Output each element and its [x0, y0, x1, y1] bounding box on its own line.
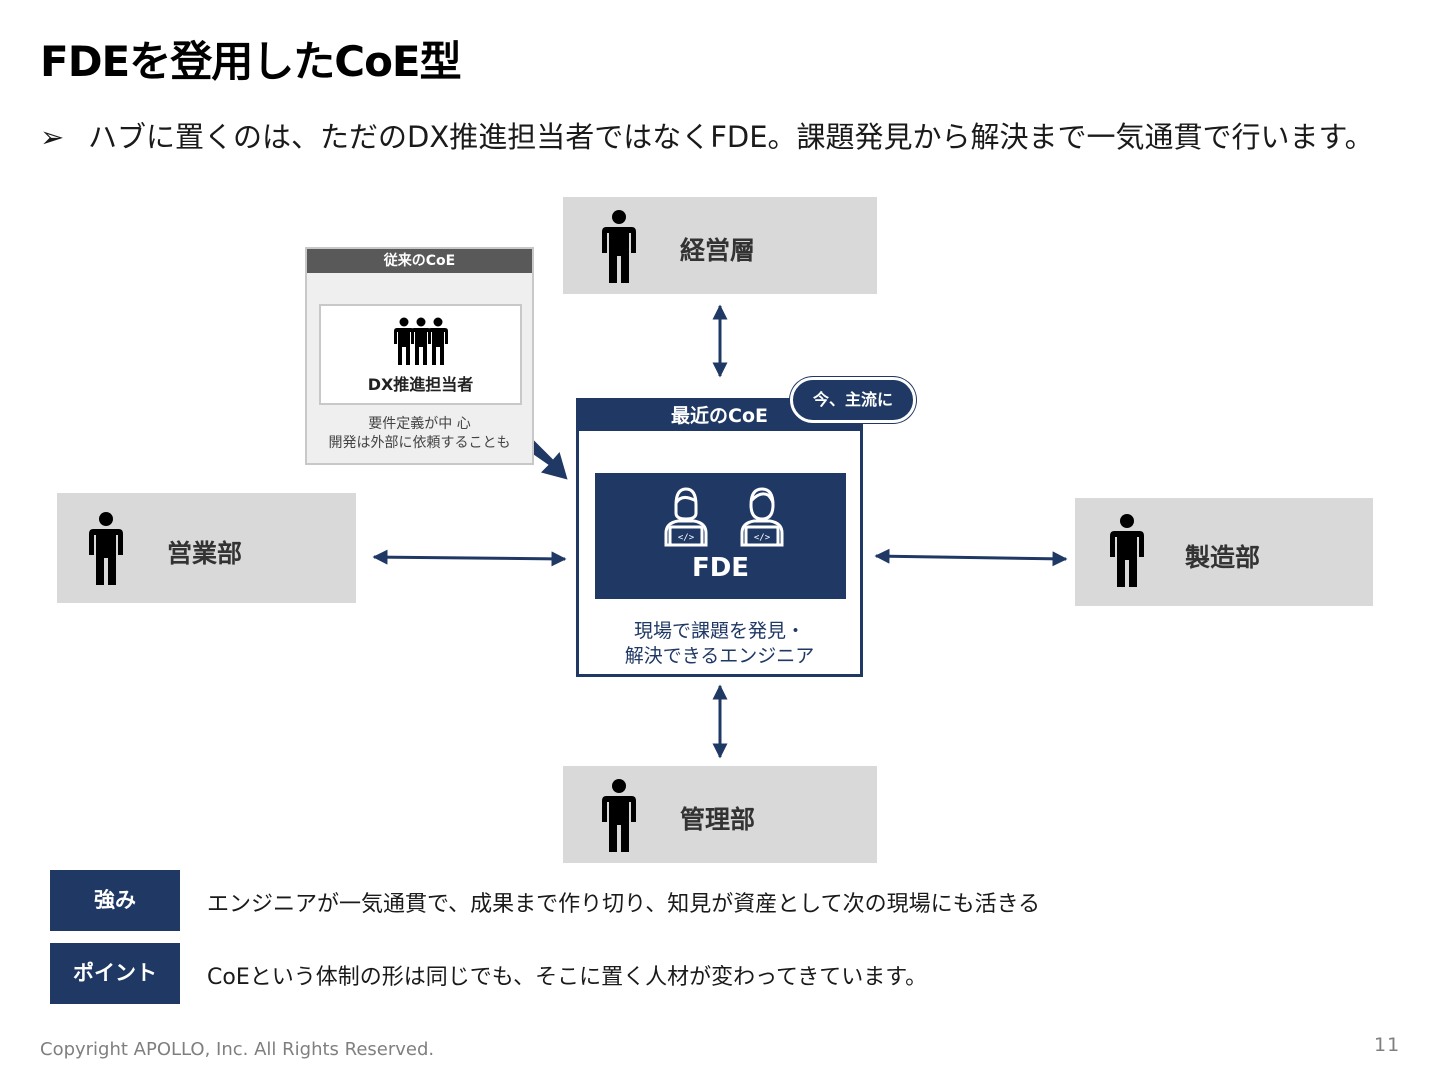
old-coe-card: 従来のCoE DX推進担当者 要件定義が中 心 開発は外部に依頼することも [305, 247, 534, 465]
new-coe-desc-line: 解決できるエンジニア [624, 645, 815, 667]
new-coe-card: 最近のCoE </> </> FDE 現場で課題を発見・ 解決できるエンジニア [576, 398, 863, 677]
point-text: CoEという体制の形は同じでも、そこに置く人材が変わってきています。 [207, 965, 928, 990]
strength-text: エンジニアが一気通貫で、成果まで作り切り、知見が資産として次の現場にも活きる [207, 892, 1041, 917]
person-icon [89, 512, 123, 585]
arrow-left [372, 549, 567, 567]
person-icon [1110, 514, 1144, 587]
fde-label: FDE [691, 553, 750, 583]
trend-badge: 今、主流に [790, 377, 916, 423]
svg-text:</>: </> [678, 533, 695, 543]
arrow-right [874, 548, 1068, 567]
old-coe-role: DX推進担当者 [367, 375, 474, 394]
person-icon [602, 779, 636, 852]
old-coe-role-box: DX推進担当者 [319, 304, 522, 405]
dept-label: 製造部 [1185, 543, 1261, 572]
dept-label: 営業部 [167, 539, 243, 568]
person-icon [602, 210, 636, 283]
old-coe-desc-line: 要件定義が中 心 [368, 416, 471, 432]
dept-executive: 経営層 [563, 197, 877, 294]
old-coe-desc-line: 開発は外部に依頼することも [328, 435, 511, 451]
page-number: 11 [1374, 1034, 1401, 1056]
page-title: FDEを登用したCoE型 [40, 37, 462, 86]
dept-administration: 管理部 [563, 766, 877, 863]
old-coe-header: 従来のCoE [307, 249, 532, 273]
dept-label: 経営層 [680, 236, 756, 265]
engineer-icon: </> [664, 487, 708, 547]
subtitle: ➢ ハブに置くのは、ただのDX推進担当者ではなくFDE。課題発見から解決まで一気通… [40, 114, 1374, 156]
new-coe-description: 現場で課題を発見・ 解決できるエンジニア [579, 619, 860, 669]
bullet-arrow-icon: ➢ [40, 120, 65, 154]
old-coe-description: 要件定義が中 心 開発は外部に依頼することも [307, 415, 532, 453]
dept-manufacturing: 製造部 [1075, 498, 1373, 606]
new-coe-desc-line: 現場で課題を発見・ [633, 620, 805, 642]
dept-label: 管理部 [680, 805, 756, 834]
svg-text:</>: </> [754, 533, 771, 543]
copyright: Copyright APOLLO, Inc. All Rights Reserv… [40, 1039, 435, 1060]
strength-tag: 強み [50, 870, 180, 931]
group-icon [394, 317, 448, 365]
point-tag: ポイント [50, 943, 180, 1004]
engineer-icon: </> [740, 487, 784, 547]
dept-sales: 営業部 [57, 493, 356, 603]
fde-box: </> </> FDE [595, 473, 846, 599]
subtitle-text: ハブに置くのは、ただのDX推進担当者ではなくFDE。課題発見から解決まで一気通貫… [88, 120, 1374, 154]
